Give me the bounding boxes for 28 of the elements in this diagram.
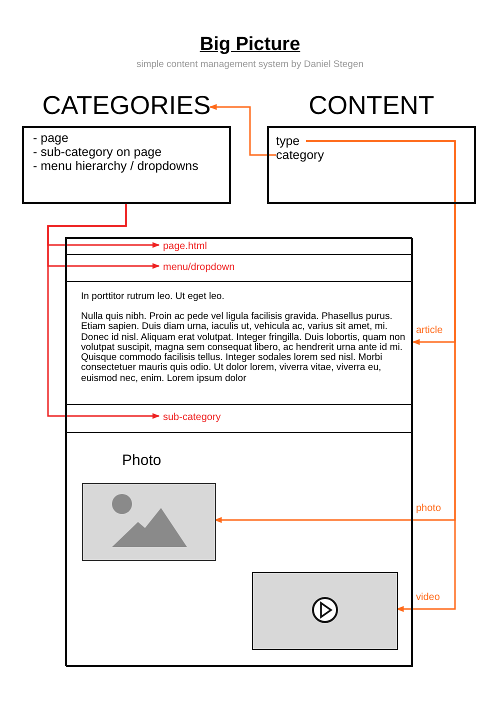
subtitle: simple content management system by Daniel Stegen	[135, 59, 365, 70]
diagram-title: Big Picture	[198, 34, 302, 56]
media-section	[66, 432, 413, 667]
field-label: type	[276, 134, 306, 148]
arrow	[209, 104, 276, 156]
subcategory-strip	[66, 404, 413, 433]
list-item: - menu hierarchy / dropdowns	[33, 159, 198, 173]
section-heading: CATEGORIES	[41, 90, 212, 121]
edge-label: video	[416, 592, 440, 603]
list-item: - page	[33, 131, 68, 145]
article-section	[66, 281, 413, 405]
video-placeholder	[252, 572, 398, 650]
list-item: - sub-category on page	[33, 145, 162, 159]
menu-strip	[66, 254, 413, 282]
annotation-label: page.html	[163, 240, 223, 254]
edge-label: article	[416, 325, 443, 336]
arrow	[306, 140, 456, 612]
header-strip	[66, 238, 413, 255]
paragraph: In porttitor rutrum leo. Ut eget leo.	[81, 292, 226, 302]
paragraph: Nulla quis nibh. Proin ac pede vel ligula facilisis gravida. Phasellus purus. Etiam sapien. Duis diam urna, iaculis ut, vehicula ac, varius sit amet, mi. Donec id nisl. Aliquam erat volutpat. Integer fringilla. Duis lobortis, quam non volutpat suscipit, magna sem consequat libero, ac hendrerit urna ante id mi. Quisque commodo facilisis tellus. Integer sodales lorem sed nisl. Morbi consectetuer mauris quis odio. Ut dolor lorem, viverra vitae, viverra eu, euismod nec, enim. Lorem ipsum dolor	[81, 312, 406, 384]
edge-label: photo	[416, 503, 442, 514]
section-heading: Photo	[122, 452, 162, 469]
annotation-label: sub-category	[163, 411, 243, 425]
field-label: category	[276, 148, 326, 162]
arrow	[47, 204, 160, 419]
section-heading: CONTENT	[308, 90, 436, 121]
page-wireframe	[65, 237, 412, 666]
annotation-label: menu/dropdown	[163, 261, 253, 275]
